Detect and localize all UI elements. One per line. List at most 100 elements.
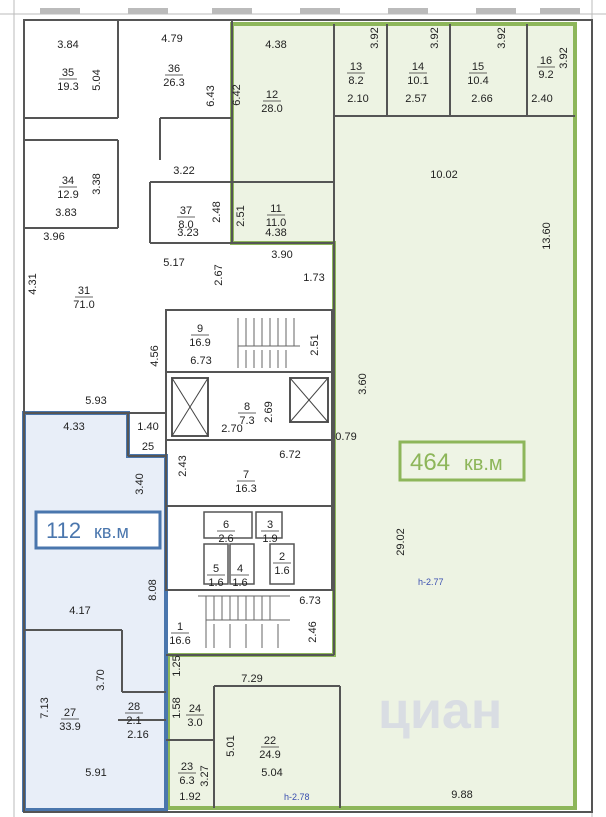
dimension-label: 3.92 — [369, 27, 381, 48]
dimension-label: 1.92 — [179, 791, 200, 803]
room-11: 11 11.0 — [266, 203, 287, 229]
room-number: 5 — [213, 563, 219, 575]
room-area: 7.3 — [239, 415, 254, 427]
dimension-label: 1.73 — [303, 272, 324, 284]
dimension-label: 2.67 — [213, 264, 225, 285]
dimension-label: 29.02 — [395, 528, 407, 556]
room-number: 8 — [244, 401, 250, 413]
dimension-label: 1.58 — [171, 697, 183, 718]
room-number: 14 — [412, 61, 424, 73]
room-area: 16.9 — [189, 337, 210, 349]
room-area: 2.1 — [126, 715, 141, 727]
dimension-label: 13.60 — [541, 222, 553, 250]
dimension-label: 3.60 — [357, 373, 369, 394]
room-8: 87.3 — [238, 401, 256, 427]
room-number: 4 — [237, 563, 243, 575]
room-25: 25 — [142, 441, 154, 453]
dimension-label: 3.27 — [199, 765, 211, 786]
room-area: 8.0 — [178, 219, 193, 231]
dimension-label: 2.66 — [471, 93, 492, 105]
dimension-label: 3.22 — [173, 165, 194, 177]
room-number: 3 — [267, 519, 273, 531]
ceiling-height-right: h-2.77 — [418, 577, 444, 587]
dimension-label: 3.90 — [271, 249, 292, 261]
dimension-label: 7.29 — [241, 673, 262, 685]
room-7: 716.3 — [235, 469, 256, 495]
room-area: 1.6 — [232, 577, 247, 589]
room-area: 2.6 — [218, 533, 233, 545]
green-total-value: 464 — [410, 449, 450, 476]
room-labels: 3519.33626.31228.0138.21410.11510.4169.2… — [57, 55, 555, 787]
room-6: 62.6 — [217, 519, 235, 545]
dimension-label: 10.02 — [430, 169, 458, 181]
dimension-label: 4.38 — [265, 227, 286, 239]
dimension-label: 7.13 — [39, 697, 51, 718]
dimension-label: 2.43 — [177, 455, 189, 476]
room-number: 37 — [180, 205, 192, 217]
room-area: 24.9 — [259, 749, 280, 761]
dimension-label: 2.57 — [405, 93, 426, 105]
room-area: 12.9 — [57, 189, 78, 201]
room-number: 7 — [243, 469, 249, 481]
room-number: 9 — [197, 323, 203, 335]
dimension-label: 3.70 — [95, 669, 107, 690]
room-area: 11.0 — [266, 217, 287, 229]
stairs-lower — [198, 595, 290, 648]
dimension-label: 2.69 — [263, 401, 275, 422]
room-number: 1 — [177, 621, 183, 633]
dimension-label: 5.04 — [261, 767, 282, 779]
room-area: 9.2 — [538, 69, 553, 81]
room-area: 33.9 — [59, 721, 80, 733]
room-number: 16 — [540, 55, 552, 67]
dimension-label: 2.46 — [307, 621, 319, 642]
ceiling-height-bottom: h-2.78 — [284, 792, 310, 802]
dimension-label: 4.38 — [265, 39, 286, 51]
dimension-label: 2.48 — [211, 201, 223, 222]
room-37: 378.0 — [177, 205, 195, 231]
dimension-label: 6.73 — [299, 595, 320, 607]
dimension-label: 3.38 — [91, 173, 103, 194]
dimension-label: 4.56 — [149, 345, 161, 366]
room-34: 34 12.9 — [57, 175, 78, 201]
dimension-label: 5.91 — [85, 767, 106, 779]
room-28: 282.1 — [125, 701, 143, 727]
room-area: 10.4 — [467, 75, 488, 87]
room-area: 1.6 — [208, 577, 223, 589]
room-area: 8.2 — [348, 75, 363, 87]
room-area: 1.6 — [274, 565, 289, 577]
dimension-label: 2.70 — [221, 423, 242, 435]
room-area: 19.3 — [57, 81, 78, 93]
room-35: 35 19.3 — [57, 67, 78, 93]
dimension-label: 3.92 — [429, 27, 441, 48]
room-number: 31 — [78, 285, 90, 297]
room-number: 25 — [142, 441, 154, 453]
blue-total-value: 112 — [46, 518, 81, 543]
room-16: 169.2 — [537, 55, 555, 81]
dimension-label: 4.31 — [27, 273, 39, 294]
dimension-label: 0.79 — [335, 431, 356, 443]
room-number: 12 — [266, 89, 278, 101]
room-area: 71.0 — [73, 299, 94, 311]
dimension-label: 5.93 — [85, 395, 106, 407]
dimension-label: 5.01 — [225, 735, 237, 756]
room-2: 21.6 — [273, 551, 291, 577]
wc-rooms — [203, 511, 295, 585]
room-number: 34 — [62, 175, 74, 187]
dimension-label: 3.23 — [177, 227, 198, 239]
dimension-label: 1.40 — [137, 421, 158, 433]
dimension-label: 3.83 — [55, 207, 76, 219]
watermark: циан — [378, 682, 502, 740]
room-23: 236.3 — [178, 761, 196, 787]
room-number: 28 — [128, 701, 140, 713]
room-number: 11 — [270, 203, 281, 215]
room-number: 35 — [62, 67, 74, 79]
dimension-label: 5.04 — [91, 69, 103, 90]
blue-zone-area — [22, 411, 168, 812]
dimension-label: 4.17 — [69, 605, 90, 617]
room-area: 16.6 — [169, 635, 190, 647]
blue-zone[interactable] — [22, 411, 168, 812]
dimension-label: 6.42 — [231, 84, 243, 105]
